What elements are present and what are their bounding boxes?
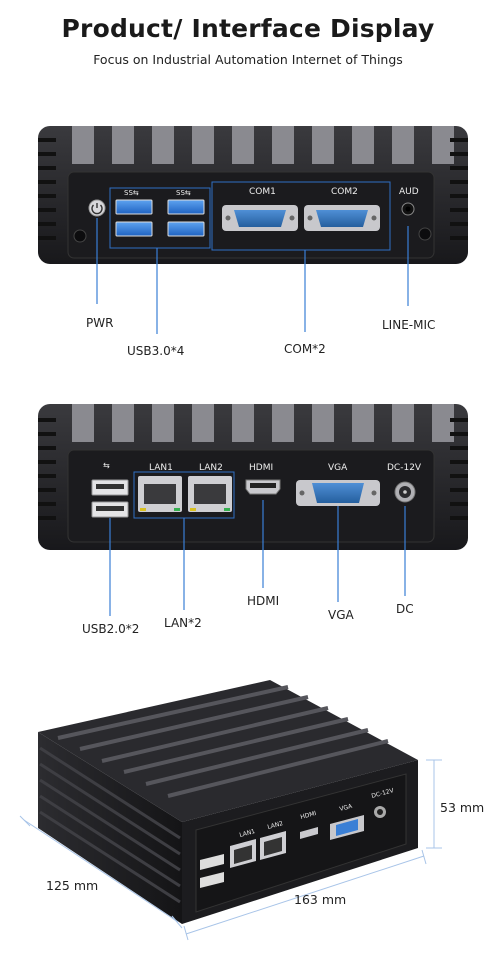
rear-faceplate [67, 449, 435, 543]
com1-port-label: COM1 [249, 187, 276, 197]
hdmi-callout: HDMI [247, 594, 280, 608]
vga-callout: VGA [328, 608, 354, 622]
iso-hdmi-label: HDMI [300, 810, 318, 821]
isometric-view-image: LAN1 LAN2 HDMI VGA DC-12V [19, 680, 442, 941]
aud-port-label: AUD [399, 187, 419, 197]
front-fins [72, 126, 454, 164]
lan2-port-label: LAN2 [199, 463, 223, 473]
front-panel-image: SS⇆ SS⇆ COM1 COM2 AUD [38, 126, 468, 264]
pwr-callout: PWR [86, 316, 114, 330]
dc-port-label: DC-12V [387, 463, 422, 473]
height-dimension: 53 mm [440, 800, 485, 815]
usb3-callout: USB3.0*4 [127, 344, 185, 358]
usb3-ports [115, 199, 205, 237]
com-callout: COM*2 [284, 342, 326, 356]
iso-top-fins [57, 685, 389, 798]
hdmi-port-label: HDMI [249, 463, 273, 473]
rear-panel-image: ⇆ LAN1 LAN2 HDMI VGA DC-12V [38, 404, 468, 550]
iso-usb2-ports [200, 854, 224, 888]
svg-text:SS⇆: SS⇆ [124, 189, 139, 197]
iso-lan1-label: LAN1 [239, 828, 256, 839]
line-mic-callout: LINE-MIC [382, 318, 436, 332]
usb2-callout: USB2.0*2 [82, 622, 140, 636]
iso-hdmi-port [300, 827, 318, 839]
iso-left-face [38, 732, 182, 924]
svg-text:⇆: ⇆ [103, 461, 110, 470]
lan-ports [138, 476, 232, 512]
page-title: Product/ Interface Display [61, 14, 435, 43]
usb2-ports [91, 479, 129, 518]
lan-callout: LAN*2 [164, 616, 202, 630]
iso-top-face [38, 680, 418, 822]
dimension-lines [19, 759, 442, 941]
front-callout-lines [96, 218, 409, 334]
iso-lan2-label: LAN2 [267, 820, 284, 831]
lan1-port-label: LAN1 [149, 463, 173, 473]
rear-callout-lines [109, 500, 406, 616]
rear-fins [72, 404, 454, 442]
svg-text:SS⇆: SS⇆ [176, 189, 191, 197]
iso-side-fins [39, 746, 181, 904]
com2-port-label: COM2 [331, 187, 358, 197]
width-dimension: 163 mm [294, 892, 347, 907]
page-subtitle: Focus on Industrial Automation Internet … [93, 52, 403, 67]
iso-lan-ports [230, 831, 286, 868]
iso-vga-label: VGA [339, 803, 354, 813]
depth-dimension: 125 mm [46, 878, 99, 893]
vga-port-label: VGA [328, 463, 348, 473]
com-ports [222, 205, 380, 231]
dc-callout: DC [396, 602, 414, 616]
